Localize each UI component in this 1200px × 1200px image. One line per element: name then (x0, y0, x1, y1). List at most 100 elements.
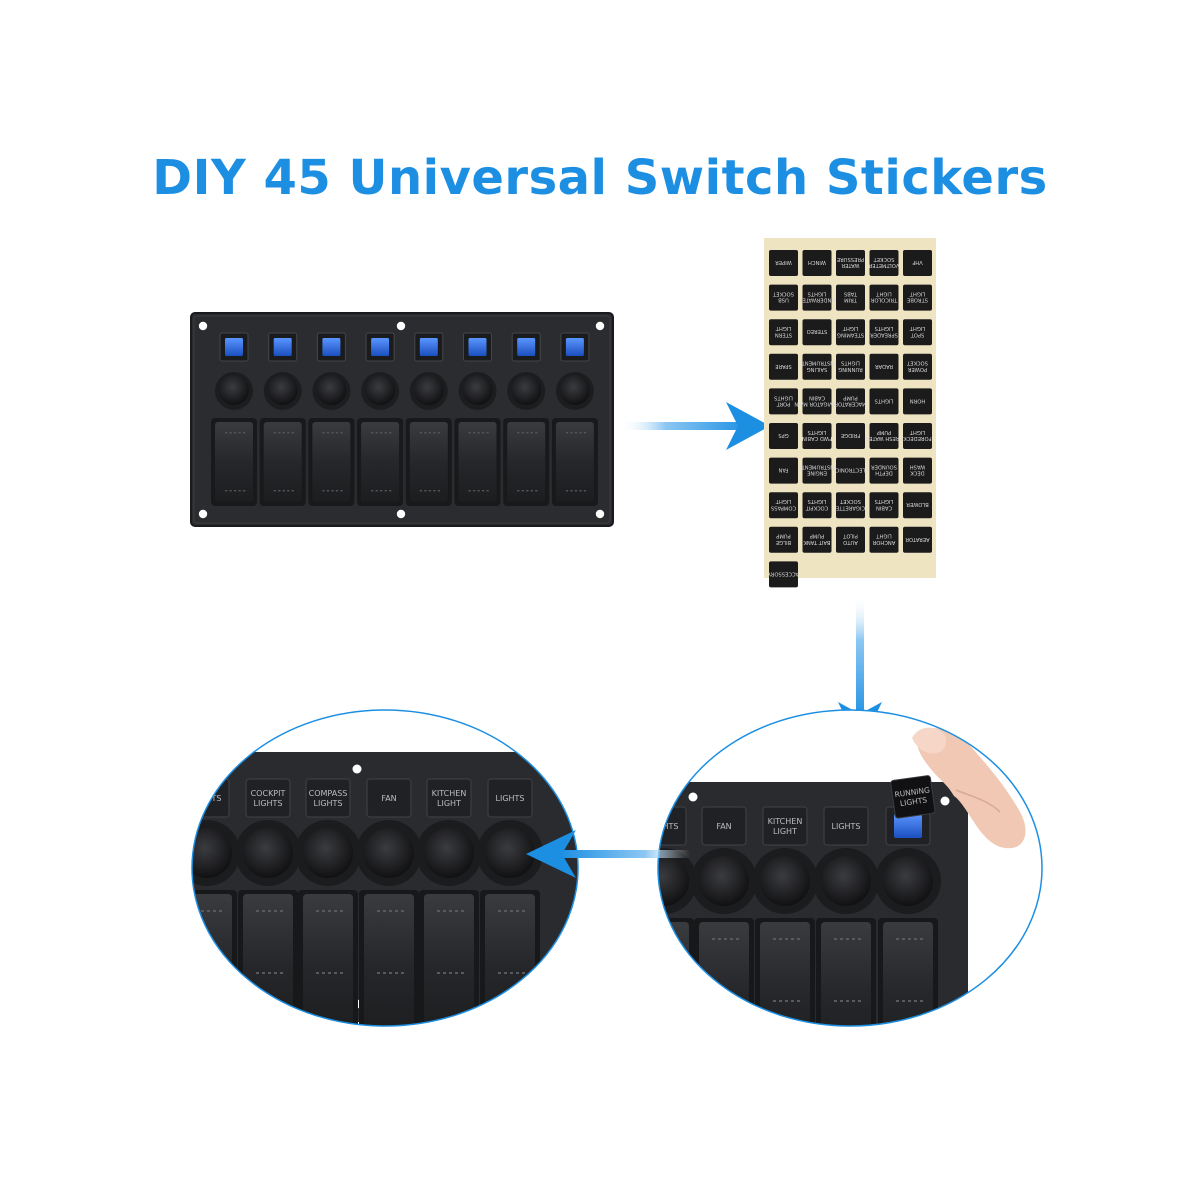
sticker-tile: GPS (769, 423, 798, 449)
fuse-knob (243, 828, 293, 878)
closeup-switch (813, 806, 879, 1064)
sticker-label: BILGE (776, 539, 791, 545)
arrow-right (620, 402, 770, 450)
sticker-tile: ACCESSORY (767, 561, 799, 588)
fuse-knob (219, 375, 249, 405)
sticker-label: TABS (844, 291, 858, 297)
sticker-label: POWER (907, 366, 927, 372)
rocker-switch[interactable] (409, 422, 448, 502)
sticker-label: LIGHTS (875, 498, 894, 504)
rocker-switch[interactable] (243, 894, 293, 1036)
sticker-label: GPS (778, 432, 788, 438)
fuse-knob (365, 375, 396, 405)
screw-hole (396, 321, 406, 331)
sticker-tile: VHF (903, 250, 932, 276)
fuse-knob (883, 856, 933, 906)
fuse-knob (699, 856, 749, 906)
sticker-label: ELECTRONICS (832, 467, 868, 473)
rocker-switch[interactable] (424, 894, 474, 1036)
rocker-switch[interactable] (555, 422, 594, 502)
sticker-label: LIGHTS (875, 397, 894, 403)
rocker-switch[interactable] (699, 922, 749, 1064)
fuse-knob (485, 828, 535, 878)
switch-label: COCKPIT (251, 789, 286, 798)
sticker-label: MACERATOR (834, 401, 867, 407)
sticker-label: LIGHT (775, 325, 791, 331)
closeup-switch (295, 778, 361, 1036)
screw-hole (396, 509, 406, 519)
screw-hole (595, 509, 605, 519)
sticker-label: FRIDGE (841, 432, 860, 438)
sticker-tile: STEREO (802, 319, 832, 346)
sticker-tile: ELECTRONICS (832, 457, 869, 484)
sticker-tile: HORN (903, 388, 932, 415)
fuse-knob (559, 375, 590, 405)
rocker-switch[interactable] (485, 894, 535, 1036)
screw-hole (595, 321, 605, 331)
sticker-label: FAN (778, 467, 788, 473)
switch-label: LIGHTS (496, 794, 525, 803)
sticker-label: TRIM (844, 297, 858, 303)
sticker-label: RADAR (875, 363, 893, 369)
sticker-label: CIGARETTE (836, 504, 865, 510)
sticker-label: SOCKET (839, 498, 861, 504)
sticker-label: DECK (910, 470, 925, 476)
sticker-label: SPARE (775, 363, 792, 369)
sticker-label: SOCKET (772, 291, 794, 297)
fuse-knob (192, 828, 232, 878)
sticker-label: INSTRUMENTS (798, 360, 835, 366)
sticker-tile: BLOWER (903, 492, 932, 519)
sticker-tile: FRIDGE (836, 423, 865, 449)
rocker-switch[interactable] (361, 422, 400, 502)
closeup-switch (416, 778, 482, 1036)
sticker-label: STERN (775, 331, 792, 337)
sticker-label: COCKPIT (805, 504, 828, 510)
sticker-tile: RADAR (869, 353, 899, 380)
rocker-switch[interactable] (312, 422, 351, 502)
sticker-label: FWD CABIN (802, 435, 832, 441)
rocker-switch[interactable] (303, 894, 353, 1036)
rocker-switch[interactable] (215, 422, 253, 502)
fuse-knob (303, 828, 353, 878)
sticker-tile: WIPER (769, 250, 798, 276)
fuse-knob (658, 856, 689, 906)
rocker-switch[interactable] (263, 422, 302, 502)
sticker-label: LIGHT (842, 325, 858, 331)
switch-label: LIGHTS (254, 799, 283, 808)
rocker-switch[interactable] (507, 422, 546, 502)
sticker-tile: SPARE (769, 353, 798, 380)
rocker-switch[interactable] (821, 922, 871, 1064)
sticker-label: AERATOR (905, 536, 930, 542)
sticker-label: UNDERWATER (798, 297, 835, 303)
screw-hole (688, 792, 698, 802)
sticker-label: SOCKET (906, 360, 928, 366)
sticker-label: LIGHT (875, 291, 891, 297)
fuse-knob (364, 828, 414, 878)
sticker-label: VHF (912, 259, 922, 265)
sticker-label: PORT (776, 401, 790, 407)
rocker-switch[interactable] (760, 922, 810, 1064)
rocker-switch[interactable] (883, 922, 933, 1064)
switch-label: LIGHTS (314, 799, 343, 808)
sticker-label: SOUNDER (871, 464, 897, 470)
sticker-label: WATER (841, 262, 859, 268)
rocker-switch[interactable] (458, 422, 497, 502)
closeup-left: LIGHTSCOCKPITLIGHTSCOMPASSLIGHTSFANKITCH… (182, 709, 579, 1036)
rocker-switch[interactable] (182, 894, 232, 1036)
sticker-label: PUMP (877, 429, 892, 435)
switch-label: COMPASS (309, 789, 348, 798)
rocker-switch[interactable] (364, 894, 414, 1036)
screw-hole (198, 509, 208, 519)
sticker-tile: AERATOR (903, 526, 932, 553)
led-indicator (894, 814, 922, 838)
sticker-label: LIGHTS (808, 291, 827, 297)
